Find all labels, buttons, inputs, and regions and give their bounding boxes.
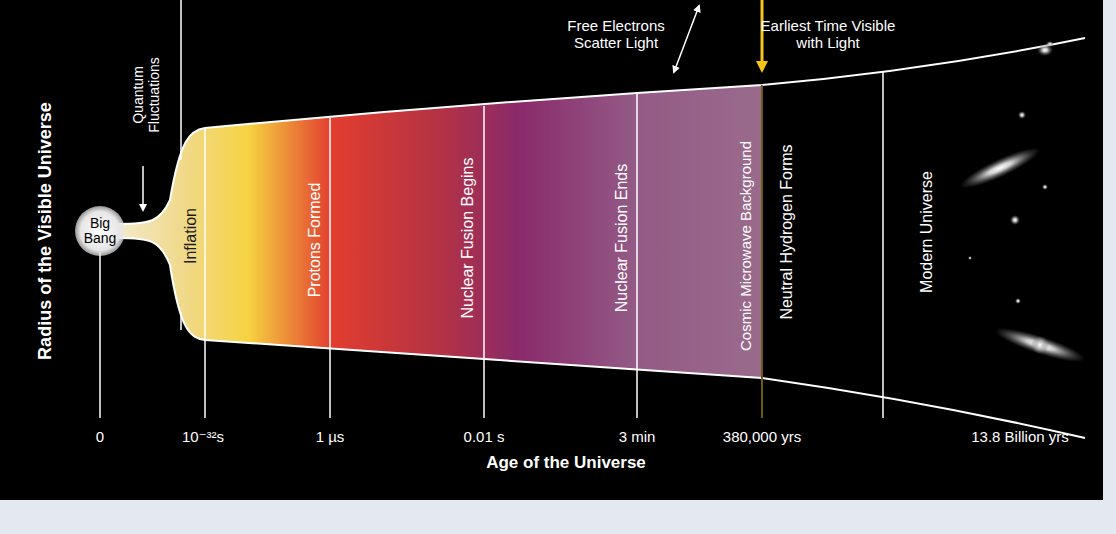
callout-label: Earliest Time Visible with Light [753,17,903,52]
tick-label: 380,000 yrs [723,428,801,445]
era-label: Protons Formed [306,183,324,298]
tick-label: 1 µs [316,428,345,445]
tick-label: 13.8 Billion yrs [971,428,1069,445]
era-label: Inflation [182,208,200,264]
tick-label: 3 min [619,428,656,445]
era-label: Nuclear Fusion Begins [459,158,477,319]
era-label: Nuclear Fusion Ends [613,164,631,313]
era-label: Modern Universe [918,171,936,293]
tick-label: 0.01 s [464,428,505,445]
callout-label: Quantum Fluctuations [130,47,162,143]
era-label: Neutral Hydrogen Forms [778,144,796,319]
tick-label: 0 [96,428,104,445]
tick-label: 10⁻³²s [182,428,224,445]
big-bang-circle: Big Bang [75,206,125,256]
callout-label: Free Electrons Scatter Light [551,17,681,52]
axis-title: Radius of the Visible Universe [35,102,56,360]
node-text: Big Bang [79,216,121,245]
axis-title: Age of the Universe [486,453,646,473]
era-label: Cosmic Microwave Background [737,141,754,351]
